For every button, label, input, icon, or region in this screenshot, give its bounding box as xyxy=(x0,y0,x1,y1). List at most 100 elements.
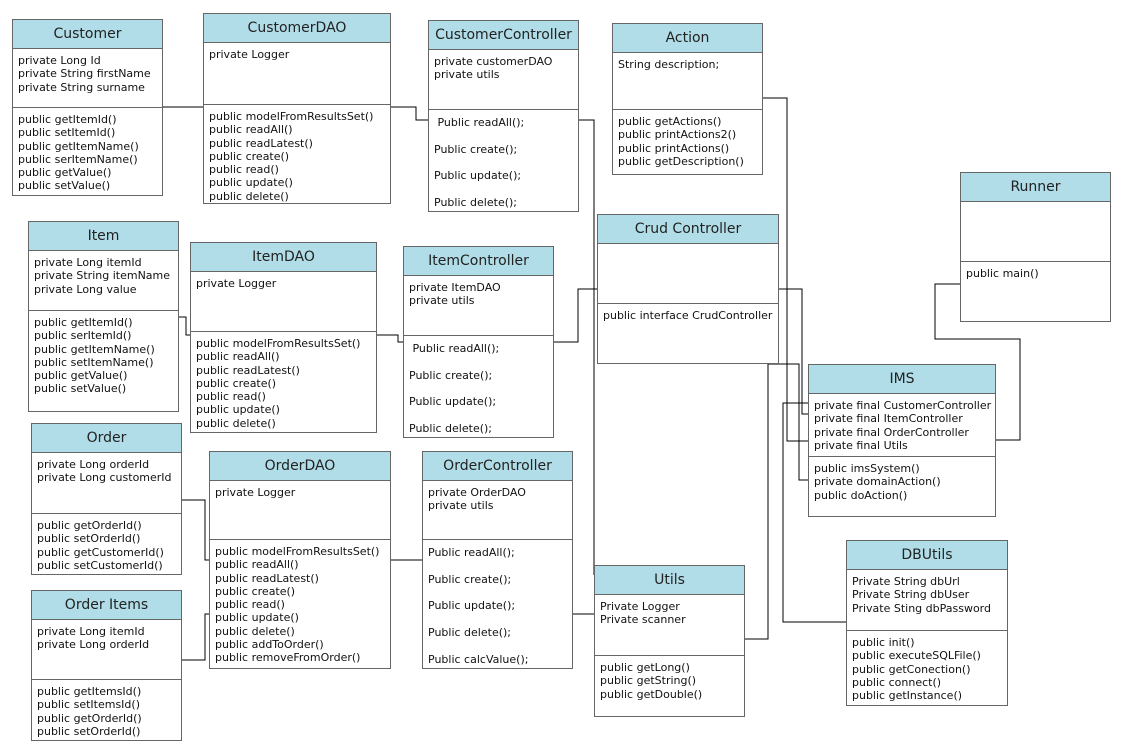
connector-order-orderdao xyxy=(181,499,209,561)
attributes-section: private final CustomerController private… xyxy=(809,394,995,457)
class-crud-controller[interactable]: Crud Controller public interface CrudCon… xyxy=(597,214,779,364)
method: public getItemName() xyxy=(18,139,139,153)
method: public create() xyxy=(196,376,277,390)
method: public readAll() xyxy=(215,558,299,572)
connector-customerdao-customercontroller xyxy=(390,106,428,121)
class-ims[interactable]: IMS private final CustomerController pri… xyxy=(808,364,996,517)
attribute: Private String dbUser xyxy=(852,588,970,602)
class-order-dao[interactable]: OrderDAO private Logger public modelFrom… xyxy=(209,451,391,669)
class-dbutils[interactable]: DBUtils Private String dbUrl Private Str… xyxy=(846,540,1008,706)
method: Public readAll(); xyxy=(434,116,525,129)
method: public getItemId() xyxy=(18,113,117,126)
attribute: Private String dbUrl xyxy=(852,575,960,588)
attribute: private Long itemId xyxy=(37,625,145,638)
attribute: Private Logger xyxy=(600,600,680,613)
method: public serItemId() xyxy=(34,329,132,343)
method: public getLong() xyxy=(600,661,690,674)
class-title: Order xyxy=(32,424,181,453)
method: public getActions() xyxy=(618,115,722,128)
method: public serItemName() xyxy=(18,152,138,166)
attributes-section: private ItemDAO private utils xyxy=(404,276,553,336)
attribute: Private scanner xyxy=(600,613,686,627)
method: public setItemId() xyxy=(18,126,116,140)
attribute: private OrderDAO xyxy=(428,486,526,499)
attribute: private Logger xyxy=(209,48,290,61)
class-order[interactable]: Order private Long orderId private Long … xyxy=(31,423,182,575)
connector-crud-ims xyxy=(778,288,808,415)
methods-section: Public readAll(); Public create(); Publi… xyxy=(429,110,578,217)
method: public readAll() xyxy=(209,123,293,137)
method: Public readAll(); xyxy=(409,342,500,355)
method: public modelFromResultsSet() xyxy=(215,545,380,558)
attribute: private Long Id xyxy=(18,54,101,67)
attribute: private final OrderController xyxy=(814,425,969,439)
class-item-dao[interactable]: ItemDAO private Logger public modelFromR… xyxy=(190,242,377,433)
method: public create() xyxy=(209,149,290,163)
attribute: private utils xyxy=(409,294,475,308)
class-customer-controller[interactable]: CustomerController private customerDAO p… xyxy=(428,20,579,212)
attributes-section: String description; xyxy=(613,53,762,110)
method: public getValue() xyxy=(18,166,112,180)
method: public interface CrudController xyxy=(603,309,773,322)
attributes-section: private Long orderId private Long custom… xyxy=(32,453,181,514)
method: public update() xyxy=(196,403,280,417)
class-title: DBUtils xyxy=(847,541,1007,570)
method: public addToOrder() xyxy=(215,638,324,652)
method: public delete() xyxy=(209,189,289,203)
class-utils[interactable]: Utils Private Logger Private scanner pub… xyxy=(594,565,745,717)
method: public modelFromResultsSet() xyxy=(209,110,374,123)
method: public readLatest() xyxy=(209,136,313,150)
methods-section: Public readAll(); Public create(); Publi… xyxy=(404,336,553,443)
attributes-section: Private Logger Private scanner xyxy=(595,595,744,656)
attributes-section xyxy=(598,244,778,304)
methods-section: public modelFromResultsSet() public read… xyxy=(210,540,390,665)
method: public setItemsId() xyxy=(37,698,140,712)
class-title: ItemController xyxy=(404,247,553,276)
class-action[interactable]: Action String description; public getAct… xyxy=(612,23,763,175)
class-title: Runner xyxy=(961,173,1110,202)
class-runner[interactable]: Runner public main() xyxy=(960,172,1111,322)
method: public printActions2() xyxy=(618,128,737,142)
attribute: private final CustomerController xyxy=(814,399,992,412)
method: Public update(); xyxy=(409,395,497,409)
methods-section: Public readAll(); Public create(); Publi… xyxy=(423,540,572,674)
methods-section: public getLong() public getString() publ… xyxy=(595,656,744,701)
attribute: private utils xyxy=(428,499,494,513)
method: public readAll() xyxy=(196,350,280,364)
class-item-controller[interactable]: ItemController private ItemDAO private u… xyxy=(403,246,554,438)
class-item[interactable]: Item private Long itemId private String … xyxy=(28,221,179,412)
method: public modelFromResultsSet() xyxy=(196,337,361,350)
methods-section: public getItemsId() public setItemsId() … xyxy=(32,680,181,738)
class-order-controller[interactable]: OrderController private OrderDAO private… xyxy=(422,451,573,669)
attribute: private Logger xyxy=(215,486,296,499)
method: public connect() xyxy=(852,675,942,689)
class-title: Item xyxy=(29,222,178,251)
methods-section: public modelFromResultsSet() public read… xyxy=(204,105,390,203)
method: public printActions() xyxy=(618,141,730,155)
attributes-section: private Logger xyxy=(210,481,390,540)
methods-section: public init() public executeSQLFile() pu… xyxy=(847,631,1007,702)
class-customer[interactable]: Customer private Long Id private String … xyxy=(12,19,163,196)
method: public getDescription() xyxy=(618,154,744,168)
attribute: String description; xyxy=(618,58,720,71)
class-title: ItemDAO xyxy=(191,243,376,272)
method: public getDouble() xyxy=(600,687,703,701)
attribute: private customerDAO xyxy=(434,55,553,68)
method: public getOrderId() xyxy=(37,519,142,532)
method: public readLatest() xyxy=(215,571,319,585)
method: Public create(); xyxy=(434,142,518,156)
attribute: private Logger xyxy=(196,277,277,290)
method: Public calcValue(); xyxy=(428,652,529,666)
method: public setValue() xyxy=(34,382,127,396)
method: public setItemName() xyxy=(34,355,154,369)
class-customer-dao[interactable]: CustomerDAO private Logger public modelF… xyxy=(203,13,391,204)
class-order-items[interactable]: Order Items private Long itemId private … xyxy=(31,590,182,741)
method: public read() xyxy=(196,390,266,404)
attribute: private final Utils xyxy=(814,438,908,452)
method: Public readAll(); xyxy=(428,546,515,559)
method: public setValue() xyxy=(18,179,111,193)
attribute: private Long itemId xyxy=(34,256,142,269)
connector-itemdao-itemcontroller xyxy=(376,334,403,343)
method: public update() xyxy=(209,176,293,190)
